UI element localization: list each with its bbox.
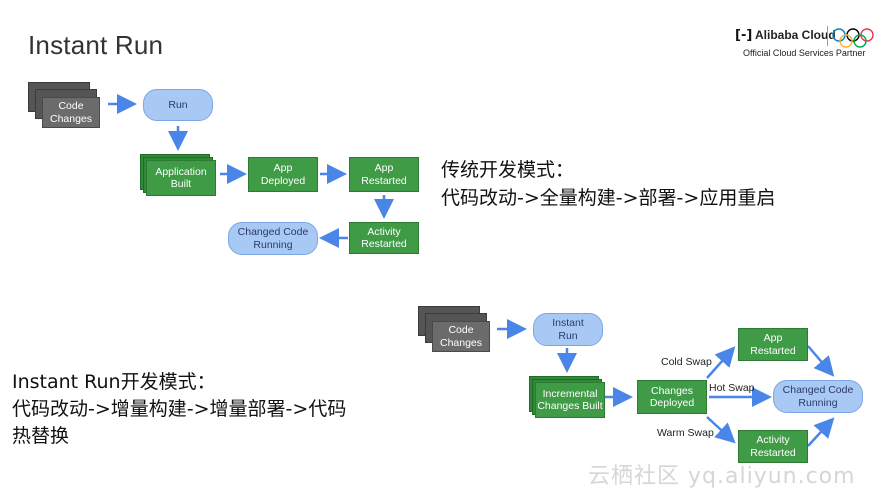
run-label: Run [168,98,188,111]
top-code-changes-label-2: Changes [49,112,93,125]
bottom-code-changes-label-2: Changes [439,336,483,349]
arrow-deployed-to-activity [706,416,736,444]
arrow-activity-to-running2 [807,417,835,447]
bottom-activity-restarted-label-2: Restarted [750,446,796,459]
olympic-rings-icon [832,28,874,48]
instant-description: Instant Run开发模式： 代码改动->增量构建->增量部署->代码 热替… [12,369,346,450]
activity-restarted-label-1: Activity [367,225,401,238]
page-title: Instant Run [28,30,164,60]
app-deployed-label-2: Deployed [260,174,306,187]
bottom-activity-restarted-label-1: Activity [756,434,790,447]
arrow-app-to-running [807,345,835,377]
traditional-description: 传统开发模式： 代码改动->全量构建->部署->应用重启 [441,156,775,212]
incremental-label-1: Incremental [542,387,598,400]
alibaba-cloud-logo: [-] Alibaba Cloud Official Cloud Service… [733,24,883,64]
arrow-deployed-to-app [706,346,736,379]
logo-subtitle: Official Cloud Services Partner [743,48,866,58]
traditional-description-line-1: 传统开发模式： [441,159,575,181]
bottom-app-restarted-label-2: Restarted [750,344,796,357]
instant-run-label-2: Run [558,329,578,342]
instant-run-label-1: Instant [552,317,584,330]
bottom-code-changes-label-1: Code [448,324,474,337]
traditional-description-line-2: 代码改动->全量构建->部署->应用重启 [441,187,776,209]
app-built-label-1: Application [155,165,207,178]
bottom-app-restarted-label-1: App [763,332,783,345]
app-restarted-label-1: App [374,162,394,175]
app-deployed-label-1: App [273,162,293,175]
bottom-changed-code-running-label-1: Changed Code [782,384,854,397]
cold-swap-label: Cold Swap [661,356,712,368]
instant-description-line-3: 热替换 [12,425,70,447]
alibaba-bracket-icon: [-] [735,28,753,43]
top-code-changes-label-1: Code [58,100,84,113]
changes-deployed-label-1: Changes [650,384,694,397]
warm-swap-label: Warm Swap [657,427,714,439]
watermark: 云栖社区 yq.aliyun.com [588,464,856,489]
app-restarted-label-2: Restarted [361,174,407,187]
instant-description-line-2: 代码改动->增量构建->增量部署->代码 [12,398,347,420]
run-node: Run [143,89,213,121]
hot-swap-label: Hot Swap [709,382,755,394]
instant-description-line-1: Instant Run开发模式： [12,371,216,393]
bottom-changed-code-running-label-2: Running [798,396,838,409]
changed-code-running-label-1: Changed Code [237,226,309,239]
incremental-label-2: Changes Built [537,400,603,412]
app-built-label-2: Built [170,178,192,190]
changes-deployed-label-2: Deployed [649,397,695,409]
logo-divider [827,26,828,46]
logo-brand-text: Alibaba Cloud [755,28,836,42]
activity-restarted-label-2: Restarted [361,238,407,250]
changed-code-running-label-2: Running [253,238,293,251]
